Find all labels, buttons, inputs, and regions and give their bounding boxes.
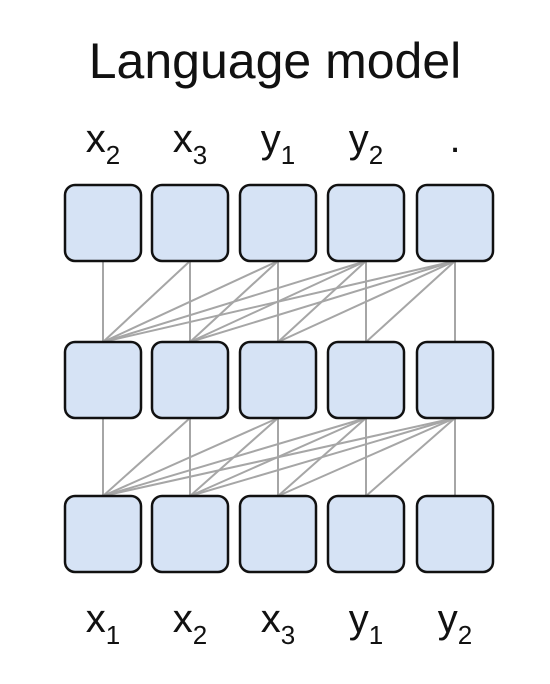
output-token: x3 <box>173 117 207 170</box>
attention-edge <box>365 417 456 497</box>
attention-edge <box>102 260 367 343</box>
input-token: y1 <box>349 597 383 650</box>
attention-edge <box>102 260 191 343</box>
layer-node <box>326 340 406 420</box>
attention-edge <box>277 260 456 343</box>
layer-node <box>238 494 318 574</box>
layer-node <box>238 340 318 420</box>
attention-edge <box>102 260 279 343</box>
attention-edge <box>189 260 456 343</box>
output-token: . <box>449 117 460 161</box>
output-token: y2 <box>349 117 383 170</box>
attention-edge <box>102 417 456 497</box>
output-token: x2 <box>86 117 120 170</box>
attention-edge <box>277 417 456 497</box>
input-token: x1 <box>86 597 120 650</box>
layer-node <box>415 340 495 420</box>
input-token: y2 <box>438 597 472 650</box>
output-token: y1 <box>261 117 295 170</box>
attention-edge <box>189 417 456 497</box>
layer-node <box>326 183 406 263</box>
layer-node <box>415 183 495 263</box>
layer-node <box>150 183 230 263</box>
diagram-title: Language model <box>89 33 462 89</box>
transformer-nodes <box>63 183 495 574</box>
attention-edge <box>102 417 191 497</box>
layer-node <box>63 340 143 420</box>
layer-node <box>326 494 406 574</box>
attention-edge <box>365 260 456 343</box>
layer-node <box>150 494 230 574</box>
attention-edge <box>102 417 279 497</box>
attention-edge <box>102 417 367 497</box>
layer-node <box>150 340 230 420</box>
attention-edges <box>102 260 456 497</box>
output-token-labels: x2 x3 y1 y2 . <box>86 117 461 170</box>
layer-node <box>63 183 143 263</box>
layer-node <box>63 494 143 574</box>
layer-node <box>238 183 318 263</box>
layer-node <box>415 494 495 574</box>
input-token: x3 <box>261 597 295 650</box>
attention-edge <box>102 260 456 343</box>
input-token-labels: x1 x2 x3 y1 y2 <box>86 597 472 650</box>
input-token: x2 <box>173 597 207 650</box>
